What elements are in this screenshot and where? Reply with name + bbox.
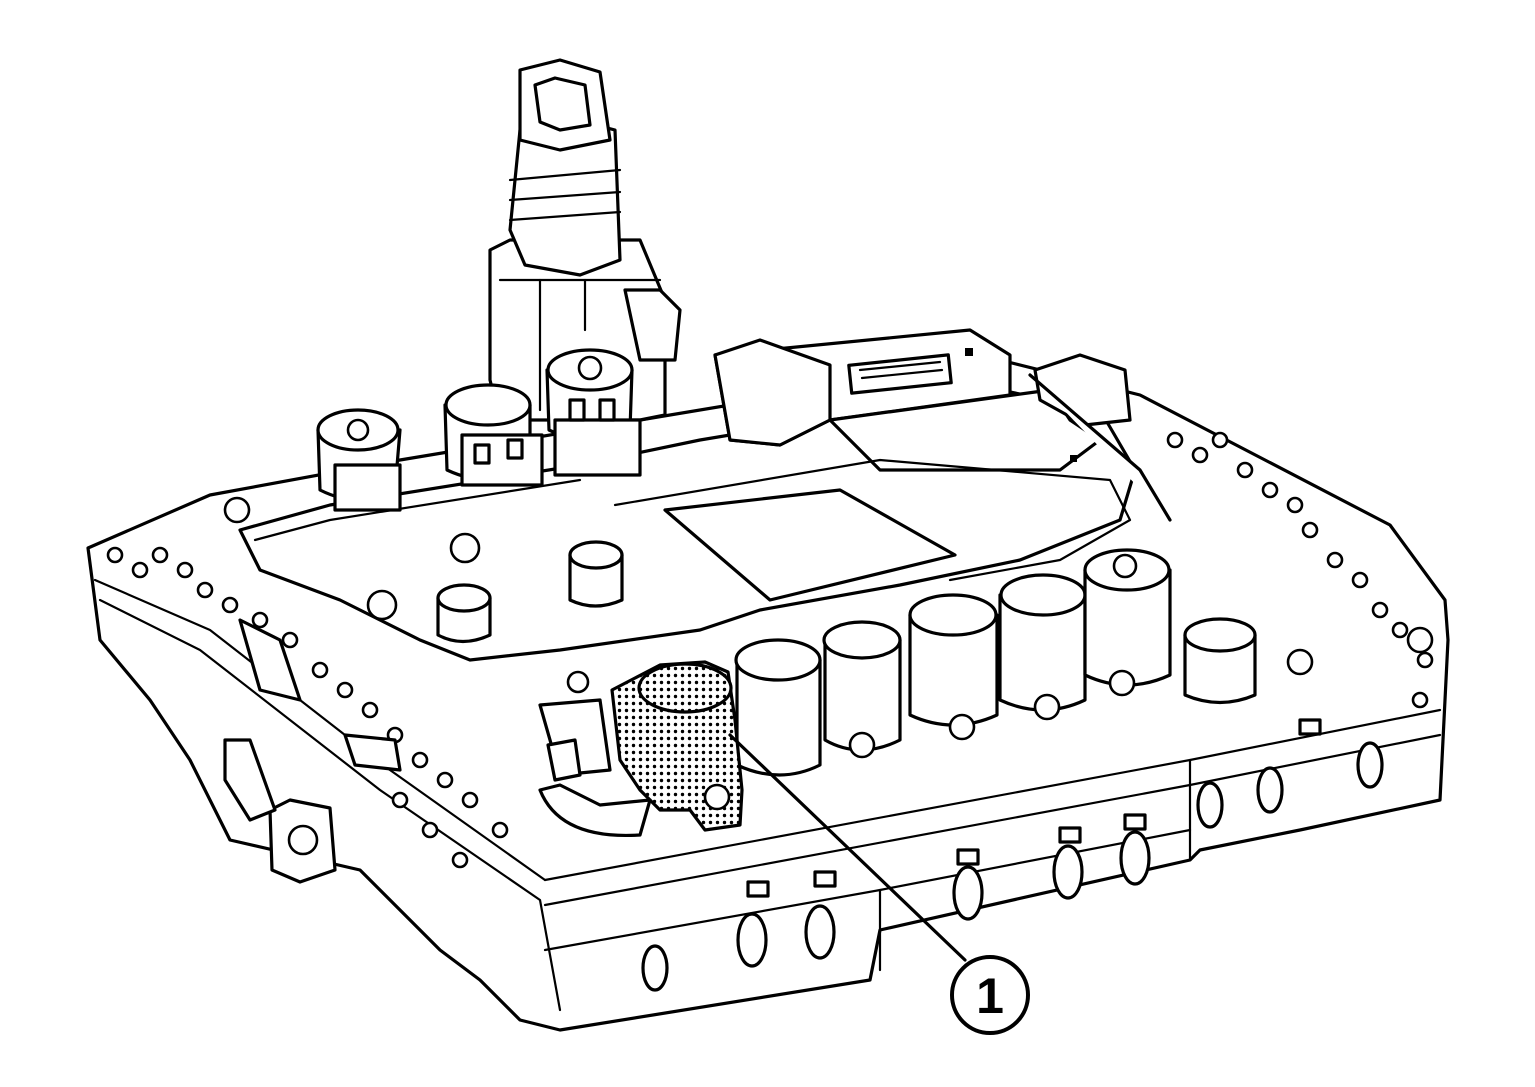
left-side-bolt [223, 618, 402, 884]
right-bracket [1028, 353, 1172, 522]
solenoid-upper-center [443, 383, 544, 487]
solenoid-upper-right [545, 348, 642, 477]
plate-holes-left [106, 546, 509, 869]
callout-1: 1 [950, 955, 1030, 1035]
callout-1-label: 1 [976, 968, 1004, 1024]
solenoid-upper-left [316, 408, 402, 512]
bolts [223, 496, 1434, 676]
small-cylinders-middle [366, 374, 1126, 644]
highlighted-solenoid [610, 660, 744, 832]
front-face-slots [641, 718, 1384, 992]
tcm-module [713, 328, 1102, 472]
plate-holes-right [1166, 431, 1434, 709]
callout-leader [728, 733, 967, 962]
solenoid-bracket [538, 670, 652, 838]
center-flat-area [613, 458, 1132, 602]
solenoid-row-right [734, 548, 1257, 777]
